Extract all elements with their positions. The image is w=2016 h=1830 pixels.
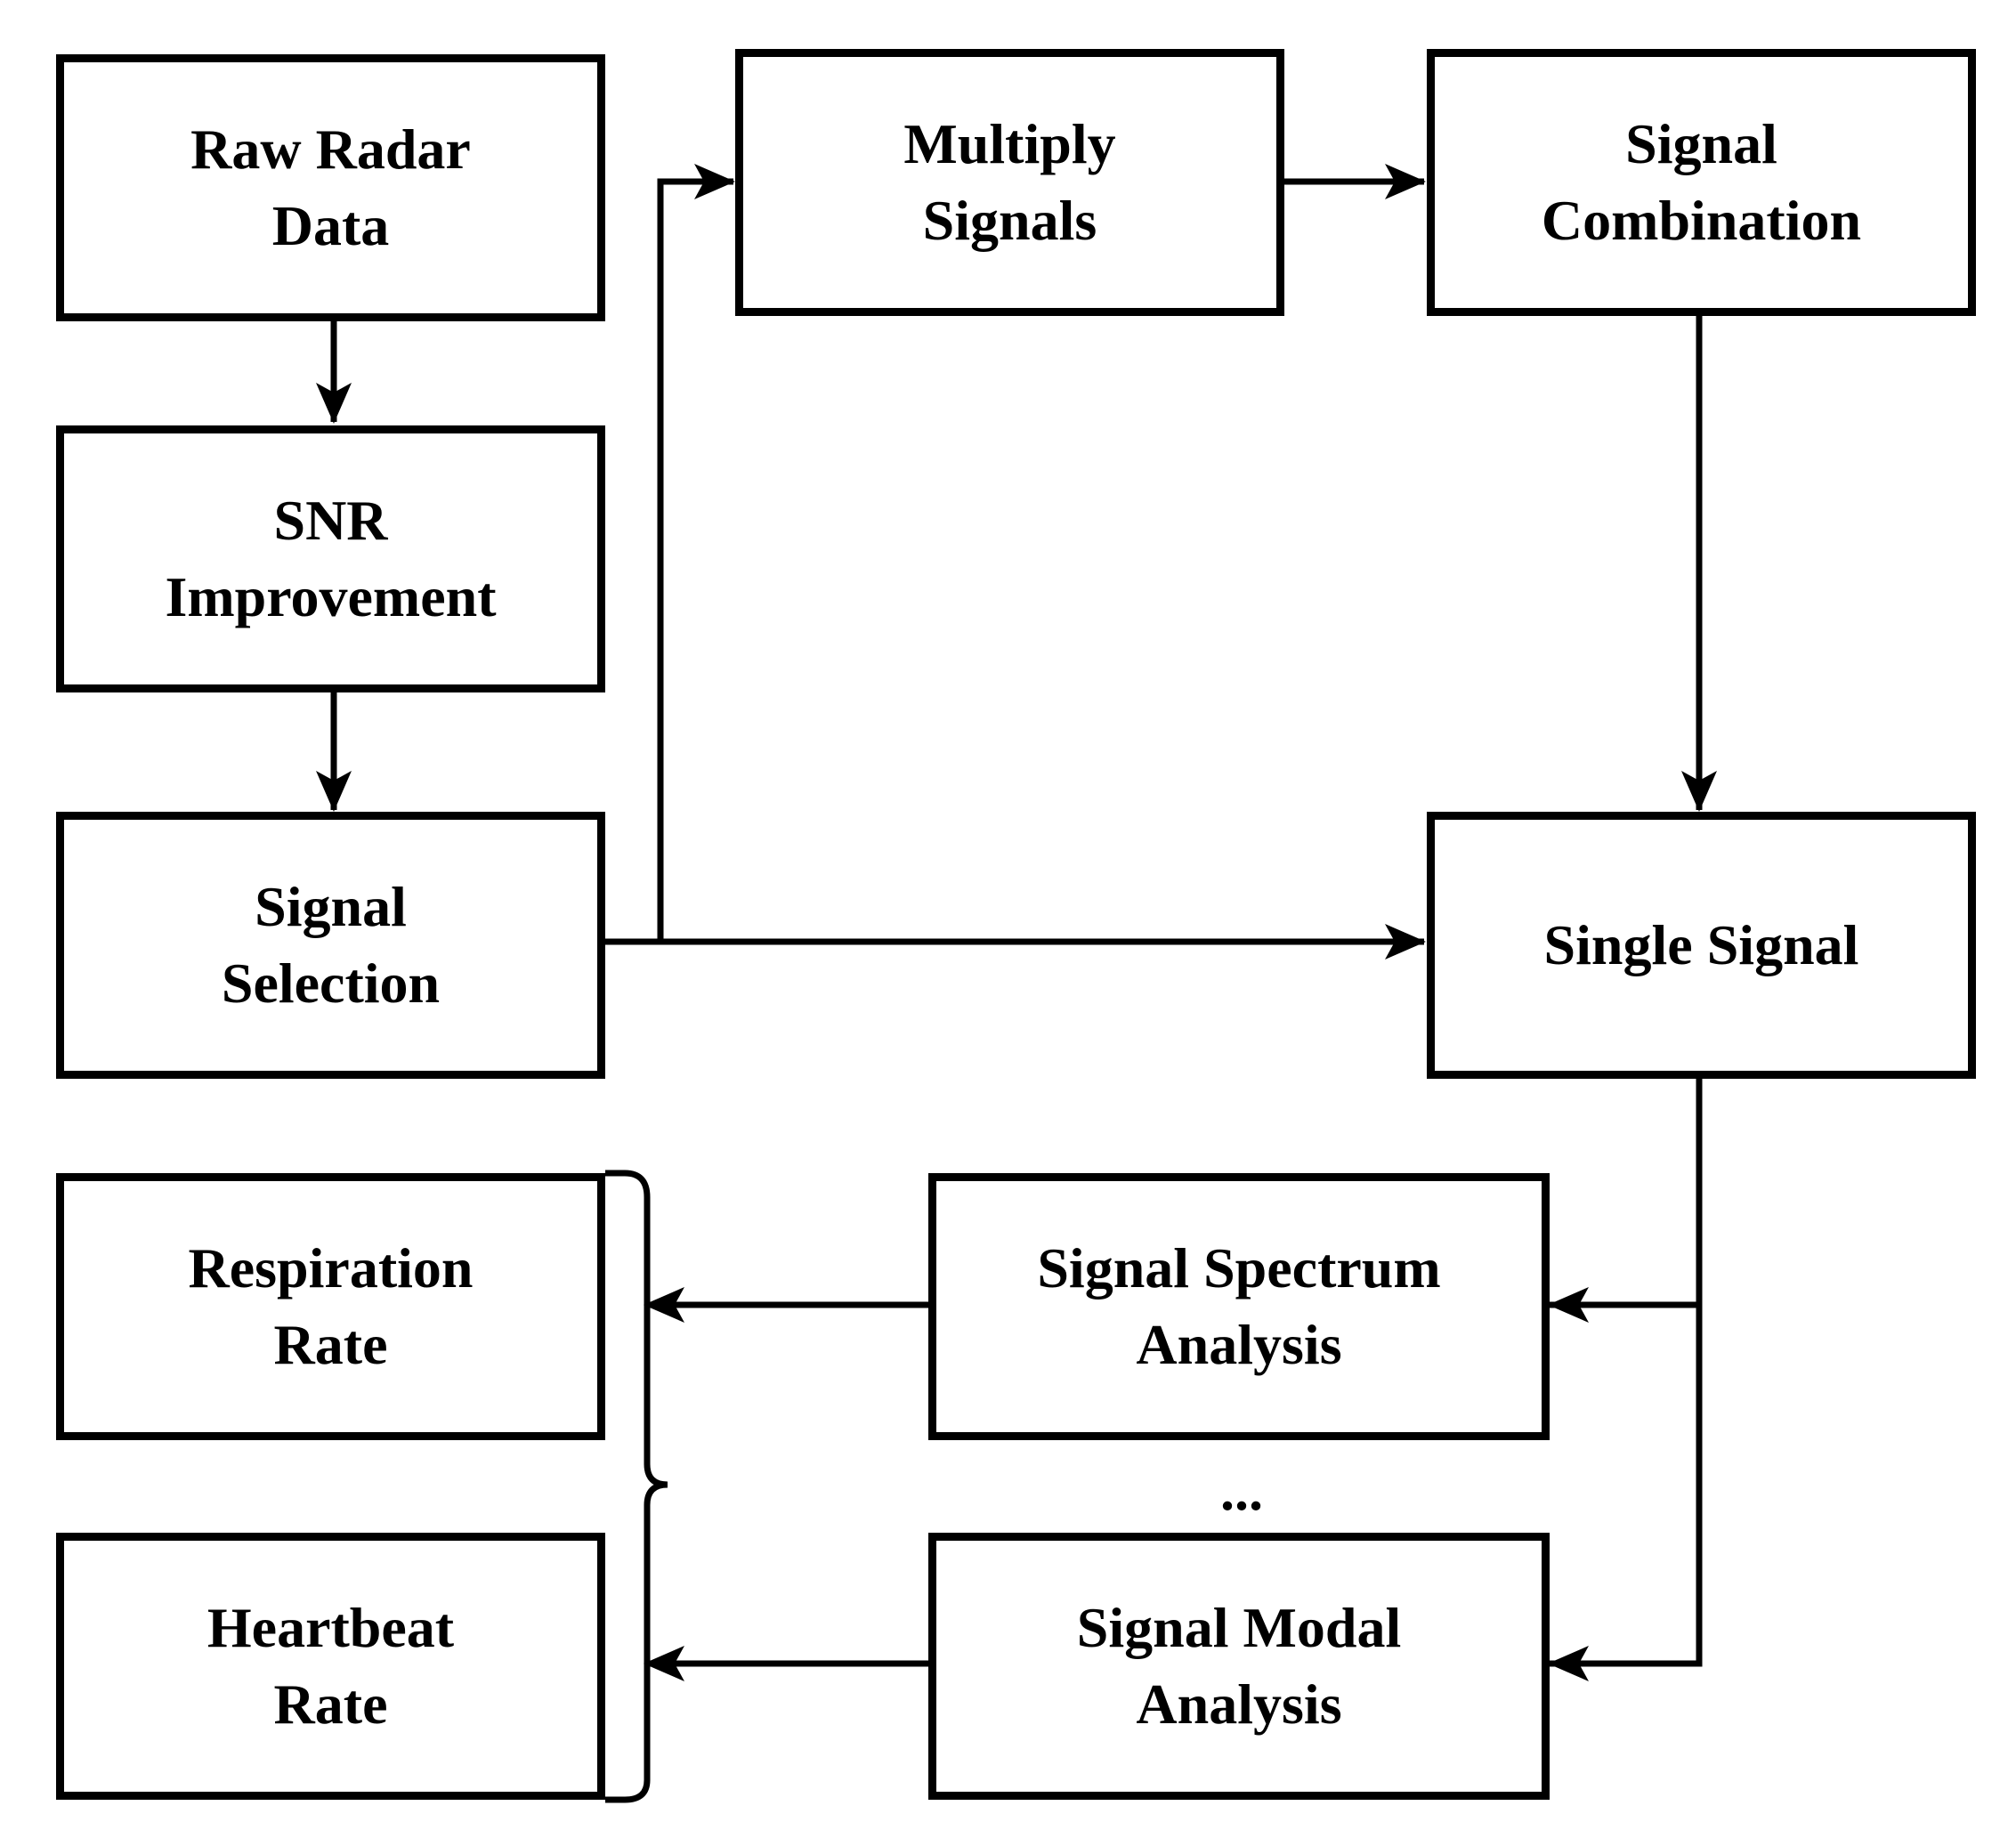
snr-improvement-label-line-2: Improvement	[165, 565, 497, 628]
snr-improvement-box: SNR Improvement	[56, 425, 605, 692]
respiration-rate-box: Respiration Rate	[56, 1173, 605, 1440]
signal-selection-label-line-1: Signal	[255, 875, 407, 938]
multiply-signals-label-line-2: Signals	[922, 189, 1097, 252]
signal-combination-box: Signal Combination	[1427, 49, 1976, 316]
arrow-single-to-modal	[1548, 1305, 1703, 1681]
heartbeat-rate-label-line-1: Heartbeat	[206, 1596, 455, 1659]
arrow-single-to-spectrum	[1548, 1076, 1703, 1323]
single-signal-label: Single Signal	[1543, 913, 1859, 976]
signal-combination-label-line-1: Signal	[1625, 112, 1777, 175]
signal-spectrum-analysis-label-line-1: Signal Spectrum	[1037, 1236, 1441, 1300]
signal-combination-label-line-2: Combination	[1541, 189, 1862, 252]
arrow-selection-to-multiply	[657, 164, 735, 942]
signal-selection-box: Signal Selection	[56, 812, 605, 1079]
signal-spectrum-analysis-box: Signal Spectrum Analysis	[928, 1173, 1550, 1440]
raw-radar-data-label-line-2: Data	[271, 194, 390, 257]
respiration-rate-label-line-1: Respiration	[188, 1236, 474, 1300]
heartbeat-rate-label-line-2: Rate	[273, 1672, 388, 1736]
signal-spectrum-analysis-label-line-2: Analysis	[1136, 1313, 1342, 1376]
signal-modal-analysis-label-line-2: Analysis	[1136, 1672, 1342, 1736]
output-brace	[605, 1170, 668, 1803]
raw-radar-data-box: Raw Radar Data	[56, 54, 605, 321]
raw-radar-data-label-line-1: Raw Radar	[190, 117, 471, 181]
multiply-signals-box: Multiply Signals	[735, 49, 1284, 316]
multiply-signals-label-line-1: Multiply	[903, 112, 1116, 175]
signal-selection-label-line-2: Selection	[221, 951, 441, 1015]
ellipsis-label: ...	[1220, 1459, 1263, 1522]
heartbeat-rate-box: Heartbeat Rate	[56, 1533, 605, 1800]
snr-improvement-label-line-1: SNR	[273, 489, 388, 552]
signal-modal-analysis-label-line-1: Signal Modal	[1076, 1596, 1402, 1659]
single-signal-box: Single Signal	[1427, 812, 1976, 1079]
respiration-rate-label-line-2: Rate	[273, 1313, 388, 1376]
signal-modal-analysis-box: Signal Modal Analysis	[928, 1533, 1550, 1800]
